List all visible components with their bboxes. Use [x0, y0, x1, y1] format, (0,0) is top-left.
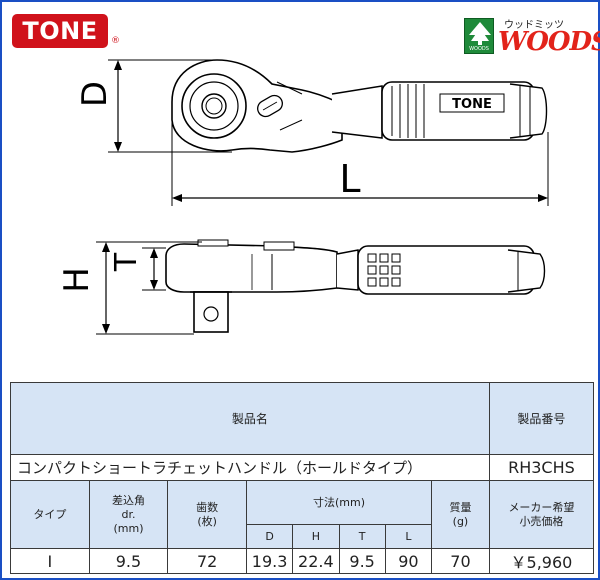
- tone-logo-text: TONE: [22, 17, 98, 45]
- ratchet-drawing: TONE D L: [57, 59, 549, 335]
- handle-brand-label: TONE: [452, 97, 492, 112]
- ratchet-top-view: TONE: [171, 59, 548, 153]
- dimension-d: D: [75, 59, 232, 153]
- tone-logo: TONE ®: [12, 14, 120, 48]
- col-drive-line3: (mm): [113, 521, 144, 535]
- woods-tree-icon: WOODS: [464, 18, 494, 54]
- dim-col-t: T: [338, 524, 386, 549]
- cell-weight: 70: [431, 548, 490, 574]
- cell-d: 19.3: [245, 548, 294, 574]
- woods-kana: ウッドミッツ: [504, 20, 564, 31]
- dimension-t: T: [109, 247, 166, 291]
- col-type-header: タイプ: [10, 480, 90, 549]
- col-drive-line1: 差込角: [111, 493, 145, 507]
- col-price-line1: メーカー希望: [508, 500, 575, 514]
- col-price-line2: 小売価格: [519, 514, 564, 528]
- dim-col-h: H: [292, 524, 340, 549]
- ratchet-side-view: [165, 239, 546, 333]
- col-drive-header: 差込角 dr. (mm): [88, 480, 169, 549]
- dim-label-t: T: [109, 252, 144, 272]
- product-code-header: 製品番号: [488, 382, 595, 455]
- product-code: RH3CHS: [488, 454, 595, 481]
- dimension-l: L: [171, 120, 549, 206]
- dim-col-d: D: [245, 524, 294, 549]
- product-name: コンパクトショートラチェットハンドル（ホールドタイプ）: [10, 454, 490, 481]
- col-teeth-header: 歯数 (枚): [167, 480, 247, 549]
- woods-box-caption: WOODS: [469, 46, 489, 52]
- cell-l: 90: [384, 548, 433, 574]
- col-weight-header: 質量 (g): [431, 480, 490, 549]
- registered-mark: ®: [111, 36, 120, 46]
- col-price-header: メーカー希望 小売価格: [488, 480, 595, 549]
- dim-label-l: L: [339, 157, 360, 201]
- cell-drive: 9.5: [88, 548, 169, 574]
- cell-type: I: [10, 548, 90, 574]
- dimension-h: H: [57, 241, 202, 335]
- col-teeth-line2: (枚): [197, 514, 217, 528]
- col-drive-line2: dr.: [121, 507, 136, 521]
- woods-wordmark: WOODS: [498, 27, 600, 57]
- woods-logo: WOODS ウッドミッツ WOODS: [464, 16, 600, 57]
- dim-label-d: D: [75, 81, 115, 107]
- table-row: I 9.5 72 19.3 22.4 9.5 90 70 ￥5,960: [10, 548, 595, 574]
- col-weight-line1: 質量: [449, 500, 472, 514]
- col-teeth-line1: 歯数: [196, 500, 219, 514]
- cell-h: 22.4: [292, 548, 340, 574]
- col-dims-header: 寸法(mm): [245, 480, 433, 525]
- cell-t: 9.5: [338, 548, 386, 574]
- col-type-label: タイプ: [33, 507, 67, 521]
- dim-label-h: H: [57, 267, 97, 293]
- dim-col-l: L: [384, 524, 433, 549]
- cell-teeth: 72: [167, 548, 247, 574]
- cell-price: ￥5,960: [488, 548, 595, 574]
- spec-table: 製品名 製品番号 コンパクトショートラチェットハンドル（ホールドタイプ） RH3…: [10, 382, 595, 574]
- col-weight-line2: (g): [452, 514, 469, 528]
- product-name-header: 製品名: [10, 382, 490, 455]
